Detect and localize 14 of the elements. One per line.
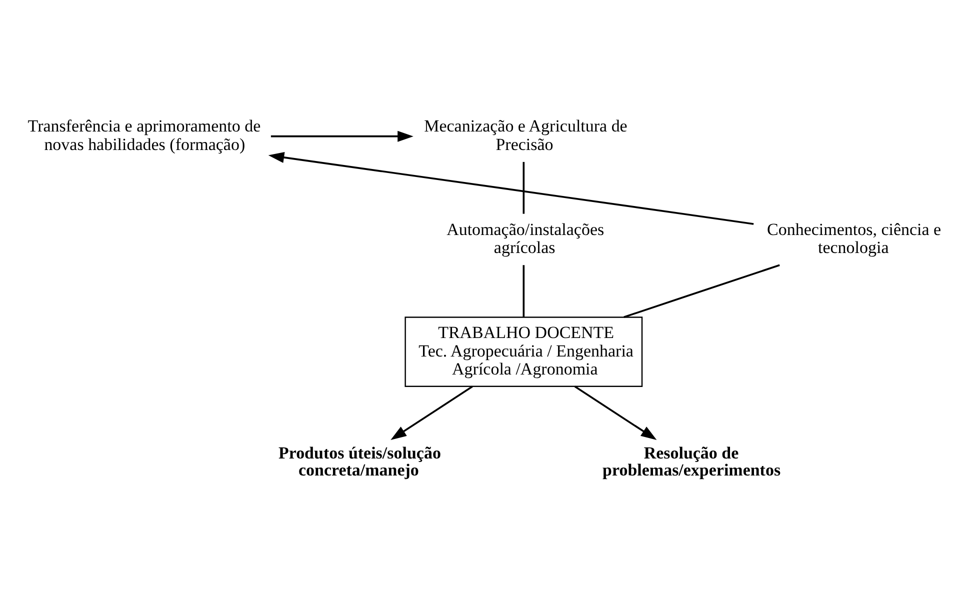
arrow: [574, 386, 656, 440]
node-text: Transferência e aprimoramento de novas habilidades (formação): [27, 116, 260, 154]
connector: [522, 162, 524, 214]
arrow: [268, 152, 754, 225]
node-text: Produtos úteis/solução concreta/manejo: [278, 443, 440, 480]
connector: [623, 264, 780, 318]
connector: [522, 265, 524, 318]
node-text: Mecanização e Agricultura de Precisão: [424, 116, 627, 154]
node-text: Resolução de problemas/experimentos: [602, 443, 780, 480]
arrow: [390, 386, 472, 440]
node-box: TRABALHO DOCENTE Tec. Agropecuária / Engenharia Agrícola /Agronomia: [404, 316, 642, 387]
node-text: Automação/instalações agrícolas: [446, 220, 604, 258]
node-text: Conhecimentos, ciência e tecnologia: [766, 220, 941, 258]
arrow: [270, 130, 413, 142]
